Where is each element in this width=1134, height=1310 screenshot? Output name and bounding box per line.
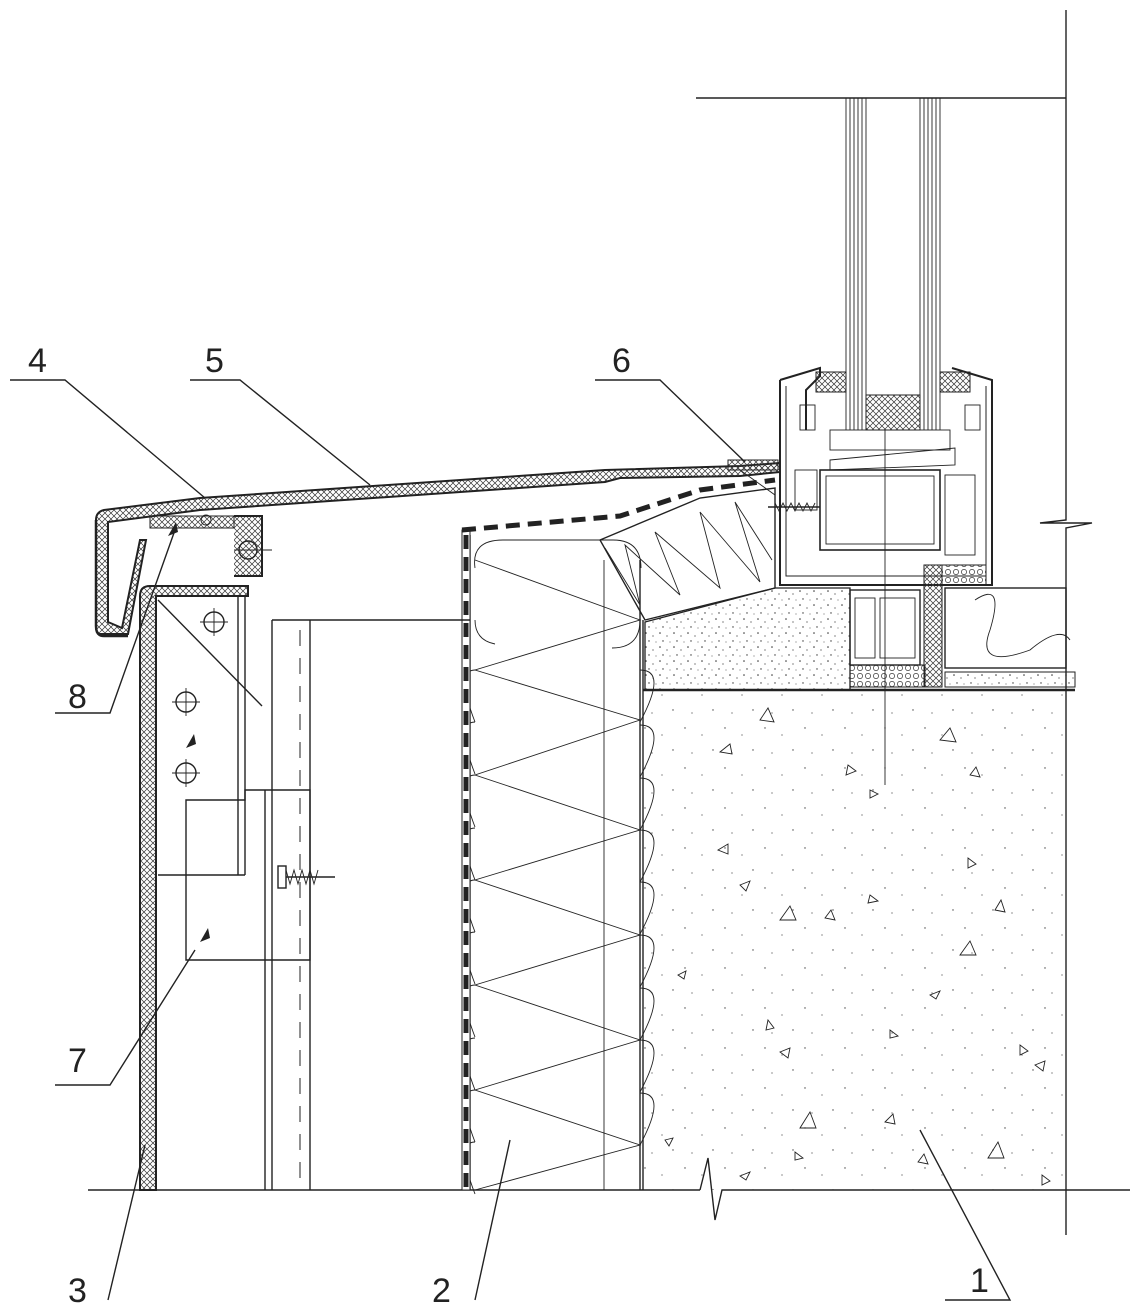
callout-5: 5	[205, 342, 224, 380]
concrete-wall	[642, 620, 1066, 1190]
base-line	[88, 1157, 1130, 1221]
sill-end-seal	[727, 459, 779, 496]
callout-4: 4	[28, 342, 47, 380]
window-frame	[768, 98, 1076, 785]
callout-7: 7	[68, 1042, 87, 1080]
frame-screw	[768, 501, 820, 513]
mortar-bed	[643, 587, 1075, 692]
callout-2: 2	[432, 1272, 451, 1310]
leader-lines	[10, 379, 1012, 1301]
callout-3: 3	[68, 1272, 87, 1310]
callout-1: 1	[970, 1262, 989, 1300]
facade-panel	[139, 514, 470, 1191]
callout-labels: 4 5 6 8 7 3 2 1	[28, 342, 989, 1310]
callout-6: 6	[612, 342, 631, 380]
callout-8: 8	[68, 678, 87, 716]
sill-flashing	[94, 461, 781, 638]
bracket-bolts	[172, 514, 272, 787]
anchor-screw	[277, 865, 335, 889]
sill-insulation-wedge	[599, 487, 776, 621]
